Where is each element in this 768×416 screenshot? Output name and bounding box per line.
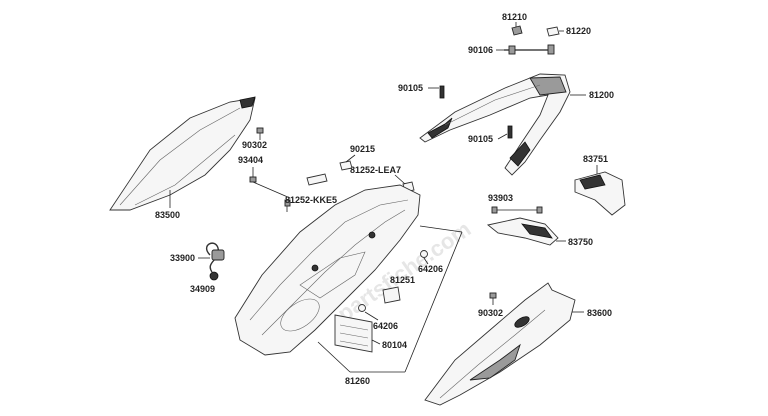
cap-part[interactable]	[511, 25, 523, 36]
bracket-part[interactable]	[382, 286, 401, 304]
part-label: 90302	[478, 308, 503, 318]
part-label: 93404	[238, 155, 263, 165]
wire-harness-part[interactable]	[205, 242, 225, 281]
bolt-part[interactable]	[507, 125, 513, 139]
part-label: 90215	[350, 144, 375, 154]
part-label: 83750	[568, 237, 593, 247]
screw-part[interactable]	[489, 292, 497, 299]
part-label: 81252-KKE5	[285, 195, 337, 205]
storage-box-part[interactable]	[234, 184, 421, 356]
screw-part[interactable]	[249, 167, 257, 183]
bolt-part[interactable]	[439, 85, 445, 99]
part-label: 93903	[488, 193, 513, 203]
grab-rail-part[interactable]	[419, 73, 571, 176]
part-label: 81260	[345, 376, 370, 386]
clip-part[interactable]	[306, 173, 328, 186]
part-label: 83500	[155, 210, 180, 220]
part-label: 83600	[587, 308, 612, 318]
side-cover-left-part[interactable]	[109, 96, 256, 211]
part-label: 90105	[398, 83, 423, 93]
bolt-part[interactable]	[504, 44, 555, 55]
part-label: 90106	[468, 45, 493, 55]
part-label: 81252-LEA7	[350, 165, 401, 175]
side-cover-right-part[interactable]	[424, 282, 576, 406]
small-cover-part[interactable]	[574, 171, 626, 216]
part-label: 90302	[242, 140, 267, 150]
part-label: 81251	[390, 275, 415, 285]
nut-part[interactable]	[358, 250, 428, 312]
part-label: 81210	[502, 12, 527, 22]
screw-part[interactable]	[256, 127, 264, 140]
cap-part[interactable]	[546, 26, 560, 37]
mat-part[interactable]	[334, 314, 373, 353]
screw-part[interactable]	[491, 206, 498, 214]
part-label: 90105	[468, 134, 493, 144]
part-label: 34909	[190, 284, 215, 294]
bracket-cover-part[interactable]	[486, 217, 559, 246]
part-label: 64206	[373, 321, 398, 331]
part-label: 83751	[583, 154, 608, 164]
part-label: 64206	[418, 264, 443, 274]
part-label: 81200	[589, 90, 614, 100]
part-label: 33900	[170, 253, 195, 263]
screw-part[interactable]	[284, 199, 291, 212]
fastener-part[interactable]	[339, 154, 356, 171]
part-label: 80104	[382, 340, 407, 350]
screw-part[interactable]	[536, 206, 543, 214]
part-label: 81220	[566, 26, 591, 36]
